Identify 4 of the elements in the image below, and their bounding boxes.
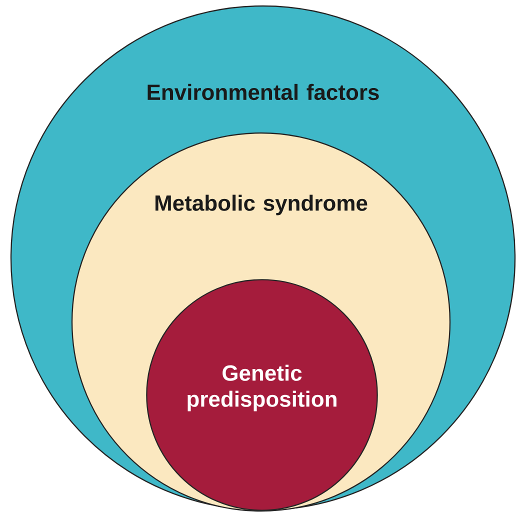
circle-label: Metabolic syndrome <box>156 194 368 216</box>
circle-label: Environmental factors <box>148 84 379 100</box>
inner-circle <box>146 279 378 511</box>
circle-label: Genetic predisposition <box>188 364 336 412</box>
